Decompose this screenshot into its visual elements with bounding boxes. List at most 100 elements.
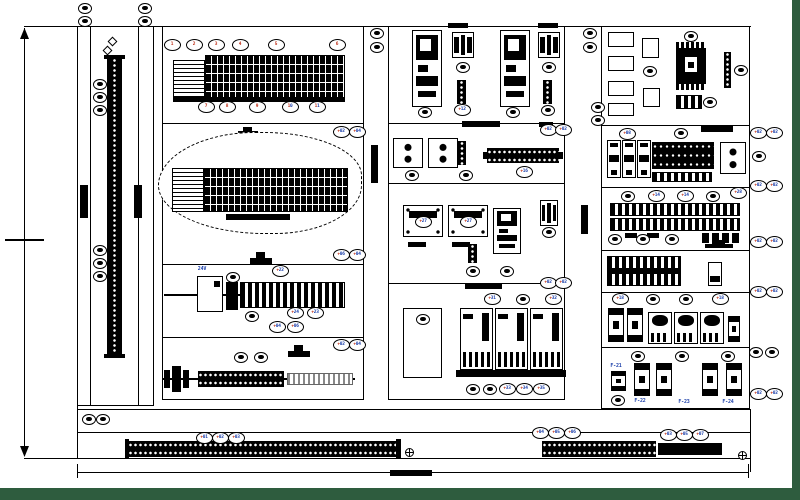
terminal-block	[226, 282, 238, 310]
coupling-flange	[164, 370, 170, 388]
strip-end-flange	[104, 55, 125, 59]
soft-starter	[530, 308, 563, 370]
mini-terminal-strip	[458, 141, 466, 165]
callout-balloon: +05	[675, 429, 693, 441]
callout-balloon: +07	[691, 429, 709, 441]
callout-balloon: +02	[554, 124, 572, 136]
coupling-flange	[172, 366, 181, 392]
vfd-drive-small	[493, 208, 521, 254]
overload-relay	[700, 312, 724, 344]
callout-balloon: +02	[749, 388, 767, 400]
jumper-bar	[712, 233, 719, 243]
dimension-arrow-down	[20, 446, 29, 457]
bolt-symbol-icon	[737, 450, 747, 460]
datum-mark	[294, 345, 303, 351]
starter-base-rail	[456, 370, 566, 377]
relay-module	[708, 262, 722, 286]
mounting-bolt-callout	[483, 383, 497, 395]
page-border-right	[792, 0, 800, 500]
din-rail-segment	[134, 185, 142, 218]
mounting-bolt-callout	[370, 27, 384, 39]
callout-balloon: +27	[459, 216, 477, 228]
bolt-symbol-icon	[404, 447, 414, 457]
vertical-terminal-strip	[107, 58, 122, 354]
plc-power-supply	[173, 60, 205, 98]
mini-terminal-strip	[468, 244, 477, 263]
callout-balloon: +27	[414, 216, 432, 228]
relay-detail	[710, 276, 720, 282]
component-label: F-21	[610, 363, 622, 369]
mounting-bolt-callout	[96, 413, 110, 425]
callout-balloon: +32	[544, 293, 562, 305]
separator-bar	[581, 205, 588, 234]
callout-balloon: +02	[765, 286, 783, 298]
component-label: F-24	[722, 399, 734, 405]
circuit-breaker	[607, 140, 621, 178]
section-divider	[601, 292, 750, 293]
plate-base	[452, 242, 470, 247]
fuse-holder	[726, 363, 742, 396]
bottom-terminal-strip	[128, 441, 396, 457]
edge-marker	[465, 283, 502, 289]
coupling-flange	[183, 370, 189, 388]
callout-balloon: +02	[765, 236, 783, 248]
terminal-block-row	[652, 172, 712, 182]
edge-marker	[462, 121, 500, 127]
jumper-bar	[732, 233, 739, 243]
callout-balloon: +03	[227, 432, 245, 444]
jumper-bar	[722, 233, 729, 243]
mounting-bolt-callout	[542, 61, 556, 73]
din-rail-segment	[80, 185, 88, 218]
mounting-bolt-callout	[591, 114, 605, 126]
mini-terminal-strip	[724, 52, 731, 88]
mounting-bolt-callout	[93, 78, 107, 90]
callout-balloon: +08	[618, 128, 636, 140]
mounting-bolt-callout	[703, 96, 717, 108]
callout-balloon: +02	[765, 388, 783, 400]
panel-edge	[90, 26, 91, 405]
mounting-plate-line	[77, 432, 750, 433]
mounting-bolt-callout	[418, 106, 432, 118]
callout-balloon: +04	[268, 321, 286, 333]
circuit-breaker	[622, 140, 636, 178]
mounting-bolt-callout	[78, 15, 92, 27]
mounting-bolt-callout	[674, 127, 688, 139]
nameplate	[608, 81, 634, 96]
duplex-receptacle	[393, 138, 423, 168]
section-divider	[601, 187, 750, 188]
diamond-marker	[107, 36, 118, 47]
mounting-bolt-callout	[542, 226, 556, 238]
mounting-bolt-callout	[541, 104, 555, 116]
datum-mark	[288, 351, 310, 357]
mounting-bolt-callout	[226, 271, 240, 283]
callout-balloon: +12	[453, 104, 471, 116]
callout-balloon: +34	[515, 383, 533, 395]
callout-balloon: 2	[185, 39, 203, 51]
connector-block	[452, 32, 474, 58]
plate-slot	[409, 211, 437, 218]
jumper-bar	[625, 233, 637, 238]
jumper-bar	[702, 233, 709, 243]
strip-end-tab	[483, 152, 488, 159]
edge-marker	[538, 23, 558, 28]
contactor	[627, 308, 643, 342]
mounting-bolt-callout	[459, 169, 473, 181]
duplex-receptacle	[720, 142, 746, 174]
duplex-receptacle	[428, 138, 458, 168]
mounting-bolt-callout	[245, 310, 259, 322]
nameplate	[608, 56, 634, 71]
frame-top-line	[24, 26, 751, 27]
callout-balloon: +02	[539, 124, 557, 136]
wire-duct	[287, 373, 353, 385]
callout-balloon: +02	[554, 277, 572, 289]
callout-balloon: +03	[659, 429, 677, 441]
plc-rack-rail	[173, 98, 345, 102]
callout-balloon: 6	[328, 39, 346, 51]
mccb-breaker	[676, 42, 706, 90]
terminal-block-row	[610, 203, 740, 216]
callout-balloon: 4	[231, 39, 249, 51]
callout-balloon: +04	[348, 126, 366, 138]
strip-end-flange	[104, 354, 125, 358]
callout-balloon: 10	[281, 101, 299, 113]
